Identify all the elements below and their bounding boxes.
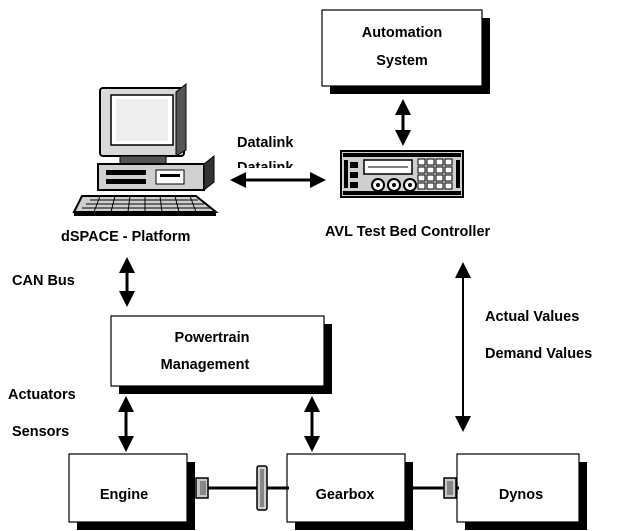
computer-icon [72,82,219,216]
dynos-box: Dynos [456,453,587,530]
engine-box: Engine [68,453,195,530]
gearbox-dynos-shaft [405,477,459,499]
automation-system-box: Automation System [321,9,490,94]
sensors-label: Sensors [12,424,69,440]
svg-text:Datalink: Datalink [237,160,294,176]
actuators-label: Actuators [8,387,76,403]
gearbox-box: Gearbox [286,453,413,530]
powertrain-label-line2: Management [161,357,250,373]
gearbox-label: Gearbox [316,487,375,503]
automation-system-label-line1: Automation [362,25,443,41]
dspace-platform-label: dSPACE - Platform [61,229,190,245]
powertrain-management-box: Powertrain Management [110,315,332,394]
can-bus-label: CAN Bus [12,273,75,289]
flywheel-icon [256,465,268,511]
powertrain-label-line1: Powertrain [175,330,250,346]
actual-values-label: Actual Values [485,309,579,325]
datalink-overlap-label: Datalink [237,160,294,176]
demand-values-label: Demand Values [485,346,592,362]
engine-label: Engine [100,487,148,503]
test-bed-controller-icon [340,150,464,198]
avl-controller-label: AVL Test Bed Controller [325,224,491,240]
automation-system-label-line2: System [376,53,428,69]
dynos-label: Dynos [499,487,543,503]
datalink-label: Datalink [237,135,294,151]
engine-gearbox-shaft [195,477,289,499]
